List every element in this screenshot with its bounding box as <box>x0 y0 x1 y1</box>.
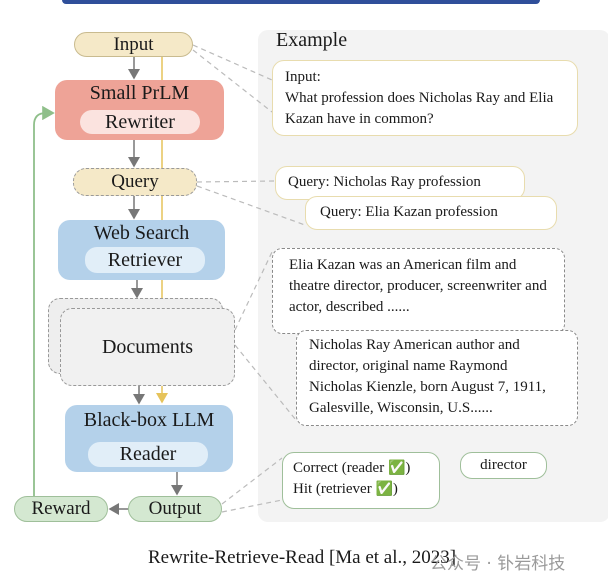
check-icon: ✅ <box>375 481 393 497</box>
reader-node: Black-box LLM Reader <box>65 405 233 472</box>
query-card-1: Query: Nicholas Ray profession <box>275 166 525 200</box>
close-paren: ) <box>405 460 411 476</box>
evaluation-card: Correct (reader ✅) Hit (retriever ✅) <box>282 452 440 509</box>
correct-label: Correct (reader <box>293 460 388 476</box>
close-paren: ) <box>392 481 398 497</box>
retriever-node: Web Search Retriever <box>58 220 225 280</box>
reward-node: Reward <box>14 496 108 522</box>
input-node: Input <box>74 32 193 57</box>
answer-card: director <box>460 452 547 479</box>
retriever-title: Web Search <box>93 222 190 244</box>
rewriter-node: Small PrLM Rewriter <box>55 80 224 140</box>
hit-retriever-line: Hit (retriever ✅) <box>293 479 429 500</box>
top-bar <box>62 0 540 4</box>
correct-reader-line: Correct (reader ✅) <box>293 458 429 479</box>
documents-node: Documents <box>60 308 235 386</box>
caption: Rewrite-Retrieve-Read [Ma et al., 2023] <box>148 547 457 568</box>
check-icon: ✅ <box>387 460 406 476</box>
hit-label: Hit (retriever <box>293 481 376 497</box>
example-input-card: Input: What profession does Nicholas Ray… <box>272 60 578 136</box>
reader-title: Black-box LLM <box>83 409 215 431</box>
example-input-label: Input: <box>285 69 321 85</box>
retriever-role: Retriever <box>85 247 205 273</box>
query-card-2: Query: Elia Kazan profession <box>305 196 557 230</box>
output-node: Output <box>128 496 222 522</box>
query-node: Query <box>73 168 197 196</box>
reader-role: Reader <box>88 442 208 467</box>
document-card-1: Elia Kazan was an American film and thea… <box>272 248 565 334</box>
rewriter-title: Small PrLM <box>89 82 190 104</box>
example-input-text: What profession does Nicholas Ray and El… <box>285 90 554 127</box>
document-card-2: Nicholas Ray American author and directo… <box>296 330 578 426</box>
watermark: 公众号 · 钋岩科技 <box>430 554 566 574</box>
rewriter-role: Rewriter <box>80 110 200 134</box>
example-title: Example <box>276 29 348 51</box>
